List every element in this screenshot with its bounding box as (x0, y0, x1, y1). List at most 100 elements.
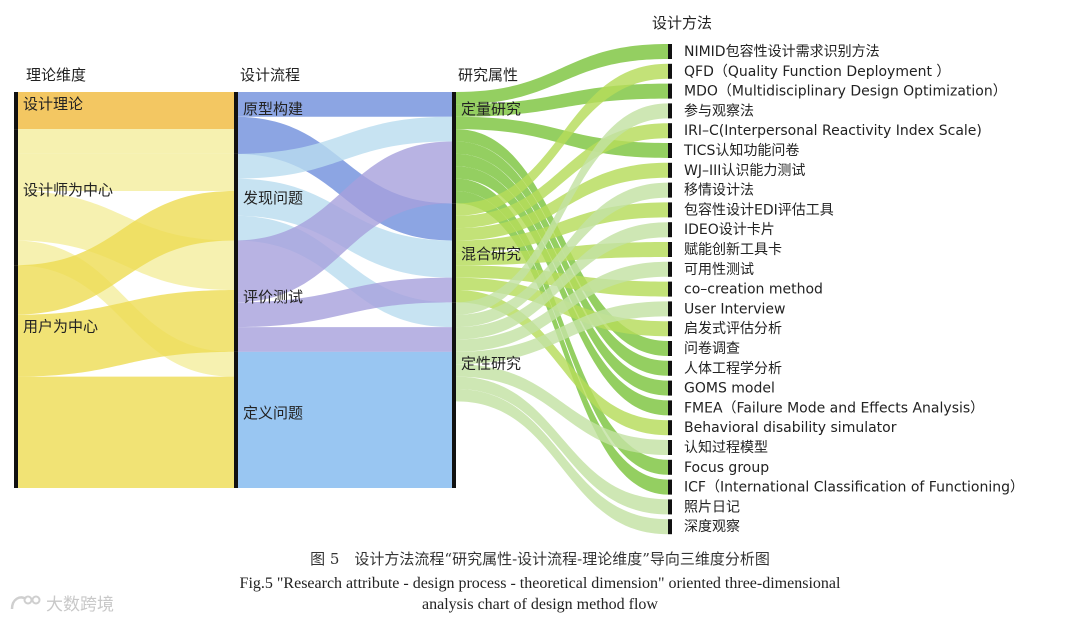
method-bar-fmea-failure-mode-and-effects-analysis (668, 400, 672, 416)
method-label-深度观察: 深度观察 (684, 518, 740, 535)
link-定性研究-to-参与观察法 (456, 103, 668, 315)
node-label-设计理论: 设计理论 (23, 95, 83, 113)
link-用户为中心-to-定义问题 (14, 376, 234, 488)
watermark-logo-icon (10, 595, 41, 609)
link-定性研究-to-移情设计法 (456, 182, 668, 328)
node-bar-定义问题 (234, 351, 238, 488)
node-label-用户为中心: 用户为中心 (23, 317, 98, 335)
link-设计理论-to-原型构建 (14, 92, 234, 130)
method-label-co-creation-method: co–creation method (684, 282, 823, 298)
figure-caption-en-line2: analysis chart of design method flow (422, 596, 658, 613)
link-定性研究-to-认知过程模型 (456, 364, 668, 455)
column-title-process: 设计流程 (240, 66, 300, 84)
node-label-定量研究: 定量研究 (461, 100, 521, 118)
link-混合研究-to-iri-c-interpersonal-reactivity-index-scale (456, 123, 668, 229)
method-label-user-interview: User Interview (684, 301, 785, 317)
link-混合研究-to-behavioral-disability-simulator (456, 290, 668, 436)
watermark-text: 大数跨境 (46, 595, 114, 615)
link-定义问题-to-定性研究 (234, 351, 452, 488)
method-bar-赋能创新工具卡 (668, 242, 672, 257)
column-title-attribute: 研究属性 (458, 66, 518, 84)
link-定量研究-to-问卷调查 (456, 129, 668, 356)
method-bar-wj-iii认识能力测试 (668, 162, 672, 178)
node-bar-发现问题 (234, 153, 238, 241)
method-bar-mdo-multidisciplinary-design-optimization (668, 83, 672, 99)
link-评价测试-to-定性研究 (234, 327, 452, 352)
link-定量研究-to-fmea-failure-mode-and-effects-analysis (456, 166, 668, 416)
method-label-ideo设计卡片: IDEO设计卡片 (684, 222, 775, 238)
method-label-问卷调查: 问卷调查 (684, 341, 740, 357)
method-label-goms-model: GOMS model (684, 381, 775, 397)
method-label-移情设计法: 移情设计法 (684, 183, 754, 199)
method-label-参与观察法: 参与观察法 (684, 102, 754, 119)
link-发现问题-to-定量研究 (234, 116, 452, 179)
node-bar-定性研究 (452, 302, 456, 488)
method-bar-icf-international-classification-of-functioning (668, 479, 672, 495)
node-bar-原型构建 (234, 92, 238, 154)
method-label-可用性测试: 可用性测试 (684, 262, 754, 278)
node-bar-定量研究 (452, 92, 456, 204)
method-bar-ideo设计卡片 (668, 222, 672, 238)
watermark: 大数跨境 (8, 590, 114, 615)
method-bar-参与观察法 (668, 103, 672, 119)
method-bar-包容性设计edi评估工具 (668, 202, 672, 218)
link-评价测试-to-混合研究 (234, 277, 452, 328)
link-混合研究-to-qfd-quality-function-deployment (456, 63, 668, 216)
link-设计师为中心-to-发现问题 (14, 153, 234, 191)
node-bar-混合研究 (452, 203, 456, 303)
link-定性研究-to-user-interview (456, 301, 668, 365)
link-评价测试-to-定量研究 (234, 141, 452, 303)
link-定性研究-to-可用性测试 (456, 261, 668, 352)
method-bar-iri-c-interpersonal-reactivity-index-scale (668, 123, 672, 139)
method-bar-移情设计法 (668, 182, 672, 198)
nodes-layer (14, 44, 672, 535)
method-bar-问卷调查 (668, 341, 672, 356)
figure-caption-cn: 图 5 设计方法流程“研究属性-设计流程-理论维度”导向三维度分析图 (310, 550, 770, 568)
column-title-method: 设计方法 (652, 14, 712, 32)
link-定性研究-to-照片日记 (456, 376, 668, 515)
node-label-原型构建: 原型构建 (243, 100, 303, 118)
method-bar-behavioral-disability-simulator (668, 420, 672, 436)
method-label-认知过程模型: 认知过程模型 (684, 439, 768, 456)
node-bar-设计师为中心 (14, 129, 18, 266)
method-label-nimid包容性设计需求识别方法: NIMID包容性设计需求识别方法 (684, 43, 880, 60)
method-bar-nimid包容性设计需求识别方法 (668, 44, 672, 59)
method-label-fmea-failure-mode-and-effects-analysis: FMEA（Failure Mode and Effects Analysis） (684, 400, 984, 416)
method-bar-照片日记 (668, 499, 672, 515)
method-label-mdo-multidisciplinary-design-optimization: MDO（Multidisciplinary Design Optimizatio… (684, 84, 1007, 100)
method-bar-co-creation-method (668, 281, 672, 297)
method-label-赋能创新工具卡: 赋能创新工具卡 (684, 242, 782, 258)
method-label-人体工程学分析: 人体工程学分析 (684, 361, 782, 377)
method-label-wj-iii认识能力测试: WJ–III认识能力测试 (684, 163, 805, 179)
method-bar-启发式评估分析 (668, 321, 672, 337)
figure-caption-en-line1: Fig.5 "Research attribute - design proce… (239, 575, 841, 592)
link-设计师为中心-to-原型构建 (14, 129, 234, 154)
method-label-启发式评估分析: 启发式评估分析 (684, 321, 782, 337)
link-混合研究-to-包容性设计edi评估工具 (456, 202, 668, 253)
link-定量研究-to-nimid包容性设计需求识别方法 (456, 44, 668, 105)
link-用户为中心-to-发现问题 (14, 191, 234, 315)
link-定性研究-to-深度观察 (456, 389, 668, 535)
method-label-focus-group: Focus group (684, 460, 769, 476)
node-label-设计师为中心: 设计师为中心 (23, 181, 113, 199)
link-定性研究-to-ideo设计卡片 (456, 222, 668, 340)
method-label-icf-international-classification-of-functioning: ICF（International Classification of Func… (684, 480, 1024, 496)
method-bar-可用性测试 (668, 261, 672, 277)
method-label-tics认知功能问卷: TICS认知功能问卷 (683, 142, 799, 159)
method-bar-goms-model (668, 380, 672, 396)
node-label-发现问题: 发现问题 (243, 189, 303, 207)
node-label-定义问题: 定义问题 (243, 404, 303, 422)
node-bar-评价测试 (234, 240, 238, 352)
method-bar-qfd-quality-function-deployment (668, 63, 672, 79)
column-title-theory: 理论维度 (26, 66, 86, 84)
method-label-behavioral-disability-simulator: Behavioral disability simulator (684, 420, 897, 436)
method-bar-人体工程学分析 (668, 360, 672, 376)
link-原型构建-to-定量研究 (234, 92, 452, 117)
method-label-iri-c-interpersonal-reactivity-index-scale: IRI–C(Interpersonal Reactivity Index Sca… (684, 123, 982, 139)
method-bar-tics认知功能问卷 (668, 143, 672, 158)
node-label-定性研究: 定性研究 (461, 354, 521, 372)
node-bar-设计理论 (14, 92, 18, 130)
method-bar-深度观察 (668, 519, 672, 535)
node-label-评价测试: 评价测试 (243, 288, 303, 306)
node-label-混合研究: 混合研究 (461, 245, 521, 263)
